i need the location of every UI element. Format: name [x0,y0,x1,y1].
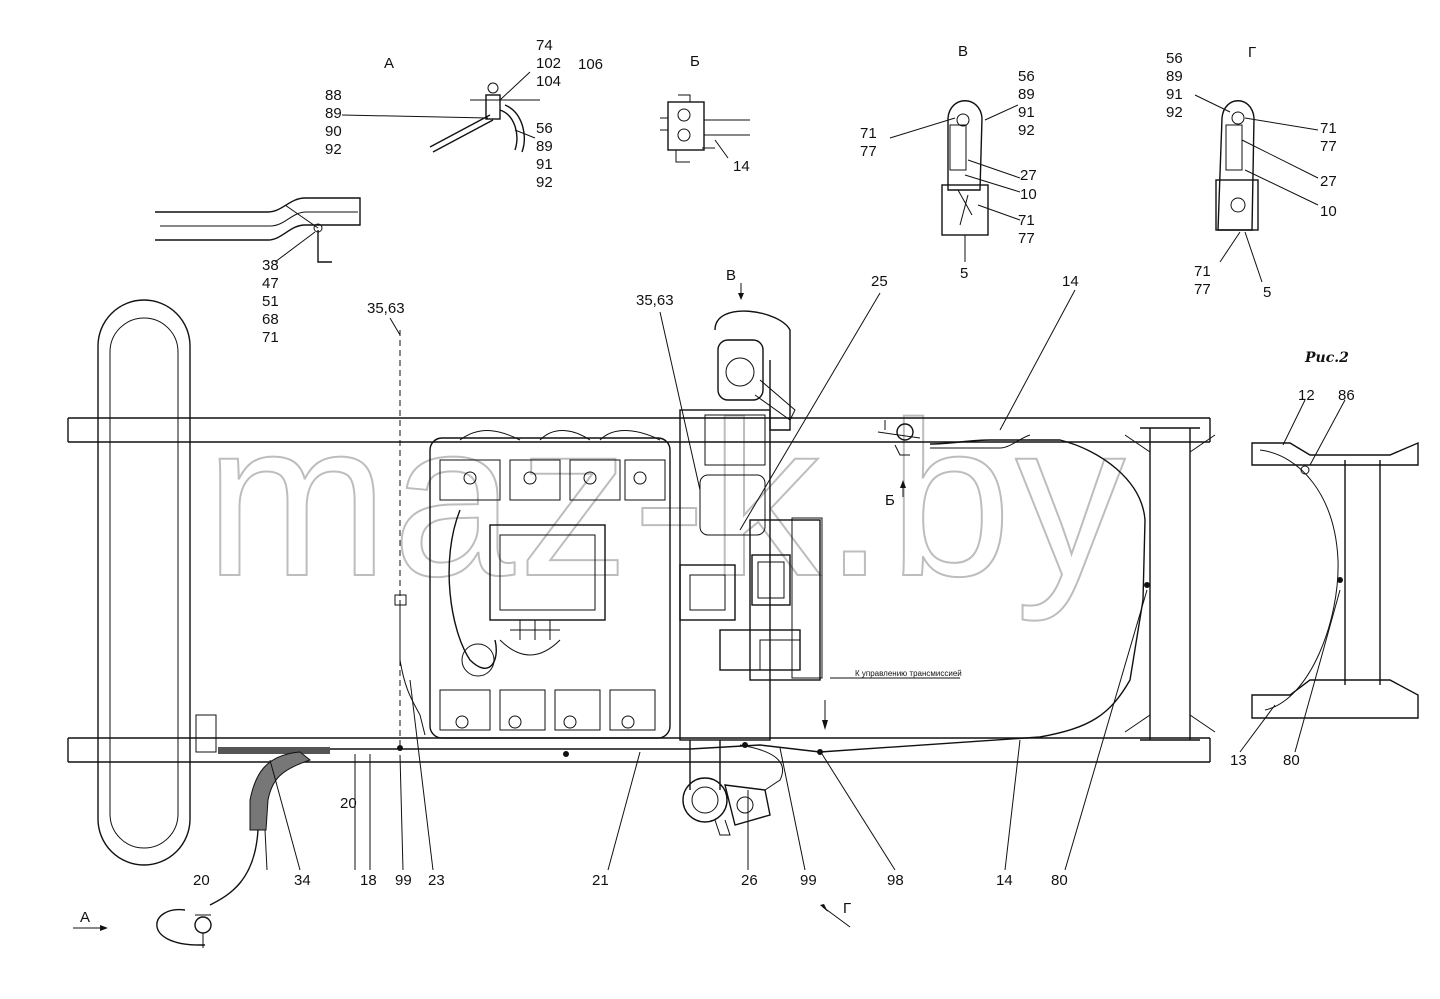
callout: 91 [1166,86,1183,103]
callout: 21 [592,872,609,889]
callout: 20 [193,872,210,889]
view-arrows [73,283,906,931]
callout: 86 [1338,387,1355,404]
lower-cylinder-assembly [682,740,783,836]
callout: 91 [536,156,553,173]
callout: 34 [294,872,311,889]
engine [429,430,671,739]
callout: 92 [325,141,342,158]
callout: 47 [262,275,279,292]
callout: 10 [1020,186,1037,203]
callout: 89 [1018,86,1035,103]
chassis-frame [67,417,1216,763]
view-a-detail [341,71,540,153]
watermark: maz-k.by [205,376,1129,622]
callout: 5 [960,265,968,282]
view-g-arrow-label: Г [843,900,851,917]
wheel [97,299,217,866]
view-b-detail [660,94,750,163]
callout: 35,63 [367,300,405,317]
callout: 18 [360,872,377,889]
callout: 56 [1166,50,1183,67]
callout: 106 [578,56,603,73]
callout: 90 [325,123,342,140]
callout: 35,63 [636,292,674,309]
callout: 89 [1166,68,1183,85]
callout: 74 [536,37,553,54]
callout: 10 [1320,203,1337,220]
callout: 92 [536,174,553,191]
gearbox [679,310,823,741]
callout: 56 [536,120,553,137]
figure-2 [1239,399,1419,753]
view-v-title: В [958,43,968,60]
view-v-detail [889,100,1021,262]
callout: 51 [262,293,279,310]
callout: 56 [1018,68,1035,85]
pipe-detail [155,197,361,263]
callout: 20 [340,795,357,812]
view-g-title: Г [1248,44,1256,61]
callout: 89 [325,105,342,122]
view-a-title: А [384,55,394,72]
view-b-arrow-label: Б [885,492,895,509]
callout: 80 [1283,752,1300,769]
figure-label: Рис.2 [1304,350,1349,366]
callout: 89 [536,138,553,155]
callout: 77 [860,143,877,160]
callout: 91 [1018,104,1035,121]
callout: 71 [1320,120,1337,137]
callout: 68 [262,311,279,328]
callout: 88 [325,87,342,104]
callout: 92 [1166,104,1183,121]
callout: 98 [887,872,904,889]
callout: 38 [262,257,279,274]
callout: 26 [741,872,758,889]
view-v-arrow-label: В [726,267,736,284]
view-b-title: Б [690,53,700,70]
view-a-arrow-label: А [80,909,90,926]
callout: 71 [1194,263,1211,280]
callout: 77 [1194,281,1211,298]
callout: 71 [1018,212,1035,229]
callout: 25 [871,273,888,290]
callout: 23 [428,872,445,889]
transmission-note: К управлению трансмиссией [855,669,962,678]
callout: 27 [1020,167,1037,184]
callout: 5 [1263,284,1271,301]
callout: 80 [1051,872,1068,889]
callout: 71 [860,125,877,142]
callout: 99 [800,872,817,889]
callout: 12 [1298,387,1315,404]
callout: 71 [262,329,279,346]
callout: 102 [536,55,561,72]
hose-assembly [156,747,330,948]
callout: 77 [1320,138,1337,155]
view-g-detail [1194,94,1319,283]
callout: 99 [395,872,412,889]
pipelines [330,330,1150,757]
callout: 104 [536,73,561,90]
callout: 92 [1018,122,1035,139]
callout: 13 [1230,752,1247,769]
callout: 14 [996,872,1013,889]
callout: 14 [733,158,750,175]
callout: 27 [1320,173,1337,190]
leader-lines [264,289,1148,871]
callout: 77 [1018,230,1035,247]
callout: 14 [1062,273,1079,290]
